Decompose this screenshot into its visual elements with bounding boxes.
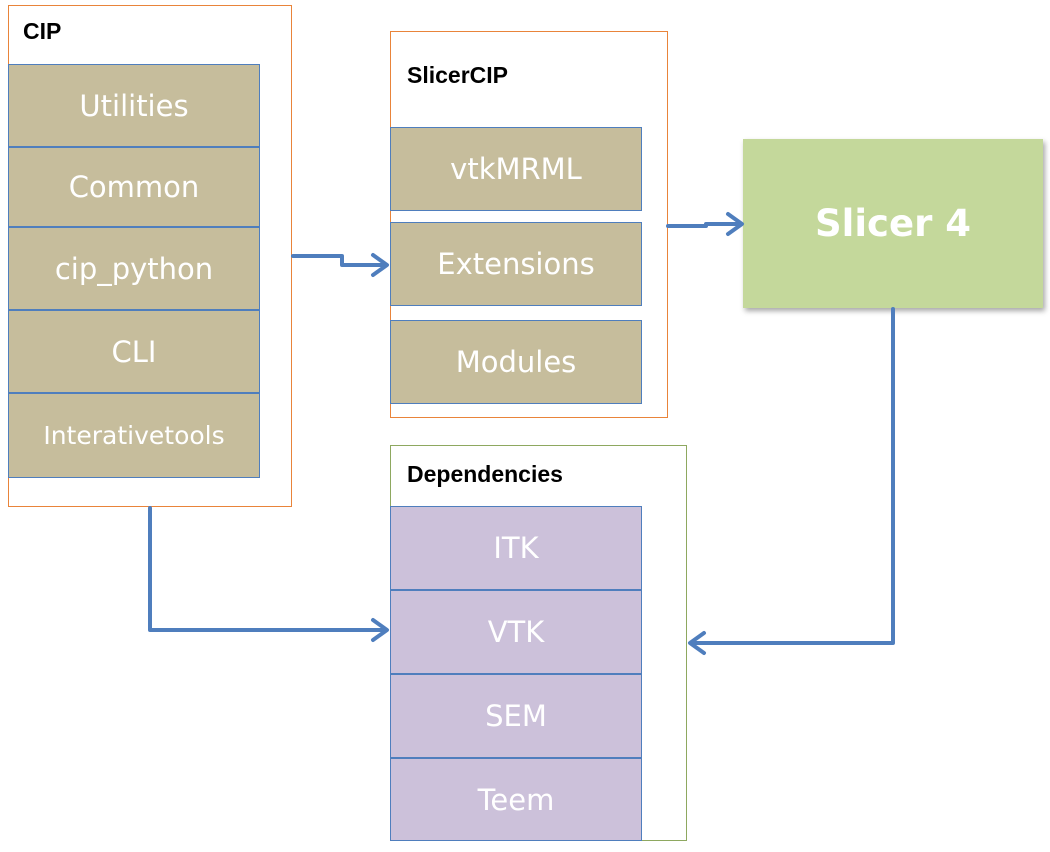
cip-module-cip-python[interactable]: cip_python bbox=[8, 227, 260, 310]
arrowhead-slicercip-to-slicer4 bbox=[726, 212, 744, 236]
slicercip-module-modules[interactable]: Modules bbox=[390, 320, 642, 404]
slicercip-module-extensions[interactable]: Extensions bbox=[390, 222, 642, 306]
dependency-module-sem[interactable]: SEM bbox=[390, 674, 642, 758]
cip-module-interativetools[interactable]: Interativetools bbox=[8, 393, 260, 478]
dependencies-title: Dependencies bbox=[407, 461, 563, 487]
slicer4-box[interactable]: Slicer 4 bbox=[743, 139, 1043, 308]
arrowhead-slicer4-to-dependencies bbox=[688, 631, 706, 655]
dependency-module-vtk[interactable]: VTK bbox=[390, 590, 642, 674]
cip-module-utilities[interactable]: Utilities bbox=[8, 64, 260, 147]
cip-module-cli[interactable]: CLI bbox=[8, 310, 260, 393]
slicercip-title: SlicerCIP bbox=[407, 62, 508, 88]
dependency-module-teem[interactable]: Teem bbox=[390, 758, 642, 841]
cip-module-common[interactable]: Common bbox=[8, 147, 260, 227]
arrow-slicercip-to-slicer4 bbox=[666, 222, 743, 228]
arrow-cip-to-dependencies bbox=[148, 506, 388, 632]
arrow-cip-to-slicercip bbox=[291, 254, 388, 267]
cip-title: CIP bbox=[23, 18, 62, 44]
slicercip-module-vtkmrml[interactable]: vtkMRML bbox=[390, 127, 642, 211]
dependency-module-itk[interactable]: ITK bbox=[390, 506, 642, 590]
arrow-slicer4-to-dependencies bbox=[689, 307, 895, 645]
arrowhead-cip-to-slicercip bbox=[371, 253, 389, 277]
arrowhead-cip-to-dependencies bbox=[371, 618, 389, 642]
